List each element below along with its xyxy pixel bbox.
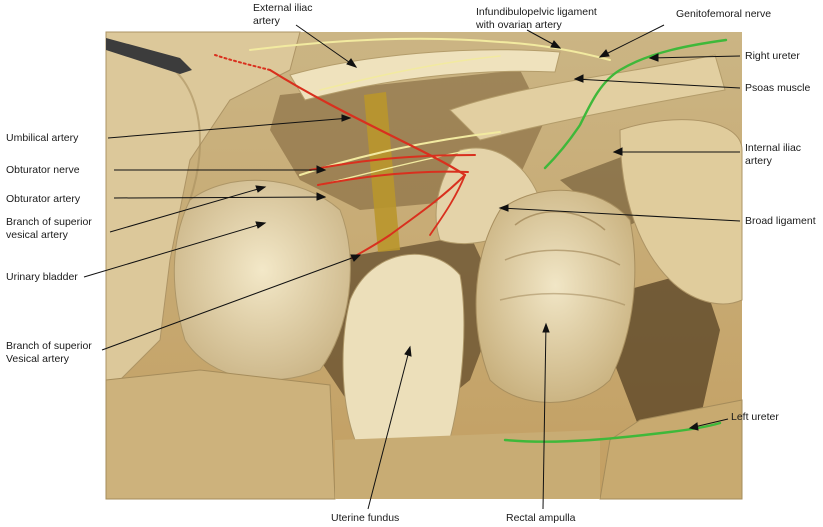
label-broad-ligament: Broad ligament bbox=[745, 215, 816, 227]
label-genitofemoral-nerve: Genitofemoral nerve bbox=[676, 8, 772, 20]
leader-urinary-bladder bbox=[83, 222, 266, 278]
label-umbilical-artery: Umbilical artery bbox=[6, 132, 79, 144]
right-lower-tissue bbox=[599, 399, 743, 500]
rectal-ampulla bbox=[475, 189, 636, 403]
external-iliac-artery bbox=[289, 49, 561, 101]
label-psoas-muscle: Psoas muscle bbox=[745, 82, 811, 94]
label-branch-superior-vesical-artery-2: Branch of superior Vesical artery bbox=[6, 340, 92, 365]
leader-branch-superior-vesical-1 bbox=[109, 186, 266, 233]
leader-umbilical bbox=[107, 117, 351, 139]
nerve-trace-2 bbox=[319, 55, 501, 91]
leader-obturator-artery bbox=[113, 196, 326, 199]
label-rectal-ampulla: Rectal ampulla bbox=[506, 512, 576, 524]
artery-traces bbox=[214, 54, 476, 259]
label-branch-superior-vesical-artery-1: Branch of superior vesical artery bbox=[6, 216, 92, 241]
marker-strip bbox=[364, 92, 400, 252]
leader-right-ureter bbox=[649, 55, 741, 59]
genitofemoral-nerve-trace bbox=[249, 37, 611, 61]
obturator-artery-trace bbox=[317, 170, 469, 186]
leader-branch-superior-vesical-2 bbox=[101, 254, 361, 351]
label-left-ureter: Left ureter bbox=[731, 411, 779, 423]
label-uterine-fundus: Uterine fundus bbox=[331, 512, 400, 524]
right-ureter-trace bbox=[543, 38, 728, 170]
urinary-bladder bbox=[173, 179, 351, 381]
leader-genitofemoral bbox=[599, 24, 665, 58]
leader-lines bbox=[83, 24, 741, 510]
sacral-tissue bbox=[335, 430, 600, 499]
pubic-tissue bbox=[105, 369, 336, 500]
psoas-muscle bbox=[449, 54, 726, 141]
superior-vesical-artery-trace bbox=[351, 174, 466, 259]
label-obturator-artery: Obturator artery bbox=[6, 193, 81, 205]
leader-broad-ligament bbox=[499, 207, 741, 222]
umbilical-artery-dotted-trace bbox=[214, 54, 271, 71]
label-infundibulopelvic-ligament: Infundibulopelvic ligament with ovarian … bbox=[476, 6, 597, 31]
leader-rectal-ampulla bbox=[542, 323, 547, 510]
label-external-iliac-artery: External iliac artery bbox=[253, 2, 313, 27]
label-obturator-nerve: Obturator nerve bbox=[6, 164, 80, 176]
superior-vesical-branch-trace bbox=[429, 174, 466, 236]
leader-uterine-fundus bbox=[367, 346, 411, 510]
obturator-nerve-trace-2 bbox=[319, 149, 471, 186]
label-urinary-bladder: Urinary bladder bbox=[6, 271, 78, 283]
ureter-traces bbox=[503, 38, 728, 443]
label-internal-iliac-artery: Internal iliac artery bbox=[745, 142, 802, 167]
retractor-instrument bbox=[106, 38, 192, 74]
leader-psoas bbox=[574, 78, 741, 89]
left-ureter-trace bbox=[503, 421, 722, 443]
obturator-artery-trace-upper bbox=[309, 154, 476, 171]
umbilical-artery-trace bbox=[268, 68, 467, 177]
right-bowel bbox=[619, 119, 743, 305]
label-right-ureter: Right ureter bbox=[745, 50, 800, 62]
leader-external-iliac bbox=[295, 24, 357, 68]
